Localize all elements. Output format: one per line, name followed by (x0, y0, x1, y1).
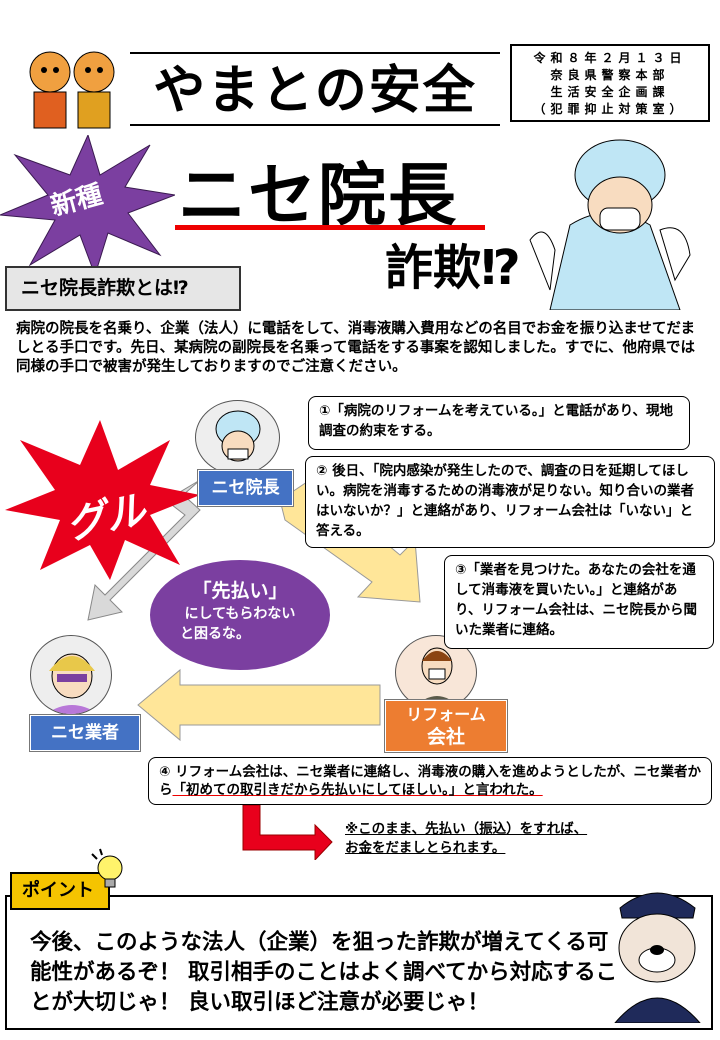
note-line2: お金をだましとられます。 (345, 840, 506, 856)
step-1-box: ①「病院のリフォームを考えている。」と電話があり、現地調査の約束をする。 (308, 396, 690, 450)
point-text: 今後、このような法人（企業）を狙った詐欺が増えてくる可能性があるぞ！ 取引相手の… (30, 930, 618, 1015)
lightbulb-icon (91, 848, 123, 888)
point-box (5, 895, 713, 1030)
step-4-text: ④ リフォーム会社は、ニセ業者に連絡し、消毒液の購入を進めようとしたが、ニセ業者… (159, 764, 701, 798)
fake-vendor-label: ニセ業者 (30, 715, 140, 751)
section-heading: ニセ院長詐欺とは⁉ (5, 266, 241, 311)
title-underline (175, 225, 485, 230)
red-starburst (5, 420, 200, 580)
speech-line1: 「先払い」 (192, 580, 288, 602)
doctor-illustration (510, 130, 705, 311)
note-line1: ※このまま、先払い（振込）をすれば、 (345, 821, 588, 837)
purple-starburst (0, 135, 175, 275)
step-4-quote: 「初めての取引きだから先払いにしてほしい。」と言われた。 (172, 782, 543, 798)
issuer-org: 奈良県警察本部 (550, 68, 670, 82)
issuer-division: 生活安全企画課 (550, 85, 670, 99)
speech-line3: と困るな。 (180, 626, 250, 642)
issuer-info: 令和８年２月１３日 奈良県警察本部 生活安全企画課 （犯罪抑止対策室） (510, 44, 710, 122)
newsletter-title: やまとの安全 (130, 52, 500, 126)
reform-label-line1: リフォーム (406, 705, 486, 724)
fake-director-avatar (195, 400, 280, 475)
intro-text: 病院の院長を名乗り、企業（法人）に電話をして、消毒液購入費用などの名目でお金を振… (16, 321, 696, 375)
issuer-office: （犯罪抑止対策室） (533, 102, 687, 116)
step-2-box: ② 後日、「院内感染が発生したので、調査の日を延期してほしい。病院を消毒するため… (305, 456, 715, 548)
fraud-subtitle: 詐欺⁉ (385, 240, 521, 296)
main-title: ニセ院長 (178, 157, 459, 236)
fake-director-label: ニセ院長 (198, 470, 293, 506)
point-label: ポイント (10, 872, 110, 910)
speech-line2: にしてもらわない (184, 606, 296, 622)
red-arrow (242, 804, 333, 860)
step-3-box: ③「業者を見つけた。あなたの会社を通して消毒液を買いたい。」と連絡があり、リフォ… (444, 555, 714, 649)
reform-label-line2: 会社 (426, 726, 465, 748)
step-4-box: ④ リフォーム会社は、ニセ業者に連絡し、消毒液の購入を進めようとしたが、ニセ業者… (148, 757, 712, 805)
police-dog-illustration (605, 878, 710, 1024)
yellow-arrow-left (137, 668, 381, 742)
mascot-illustration (22, 42, 122, 132)
reform-company-label: リフォーム会社 (385, 700, 507, 752)
issue-date: 令和８年２月１３日 (533, 51, 687, 65)
speech-bubble: 「先払い」 にしてもらわない と困るな。 (150, 560, 330, 670)
fake-vendor-avatar (30, 635, 112, 715)
warning-note: ※このまま、先払い（振込）をすれば、 お金をだましとられます。 (345, 820, 587, 858)
